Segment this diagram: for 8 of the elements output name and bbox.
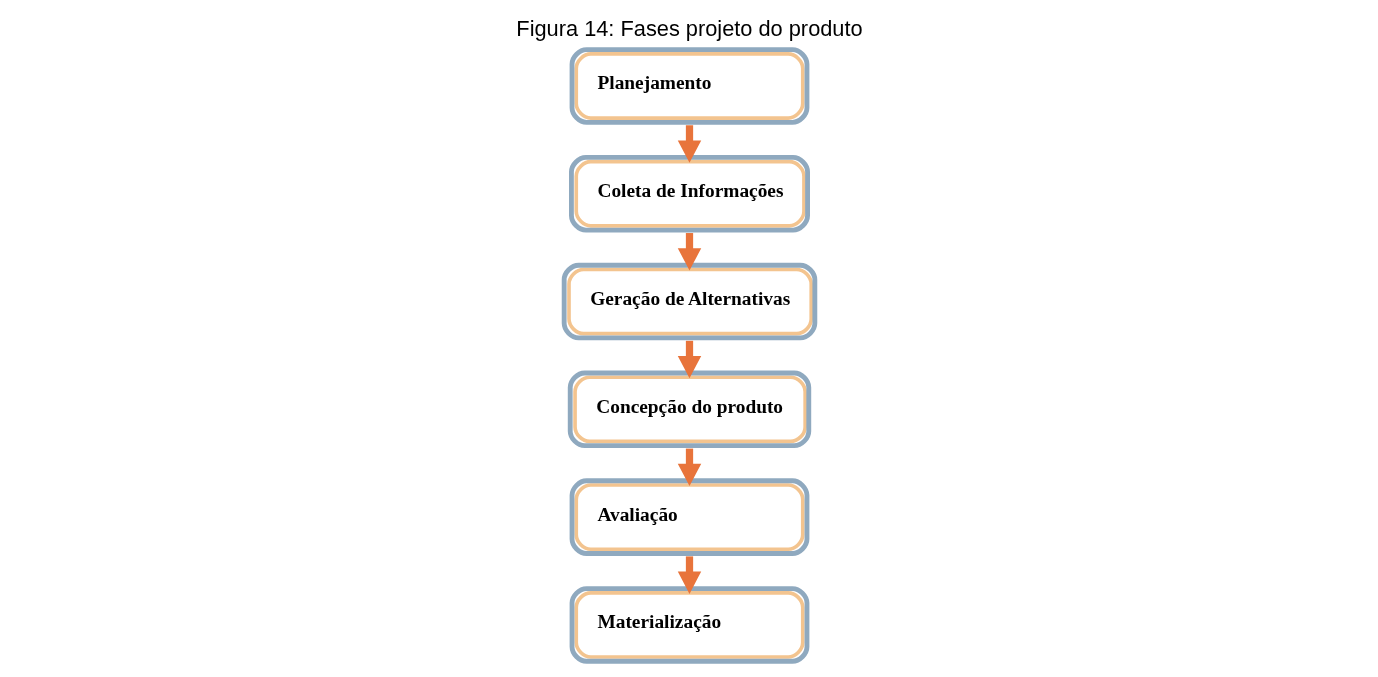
- diagram-title: Figura 14: Fases projeto do produto: [515, 15, 863, 41]
- node-box: Avaliação: [569, 478, 809, 556]
- node-box: Coleta de Informações: [568, 155, 810, 233]
- node-box: Geração de Alternativas: [561, 262, 817, 341]
- node-box: Concepção do produto: [567, 370, 811, 449]
- arrow: [677, 340, 701, 379]
- node-box: Materialização: [569, 586, 809, 664]
- node-box: Planejamento: [569, 47, 809, 125]
